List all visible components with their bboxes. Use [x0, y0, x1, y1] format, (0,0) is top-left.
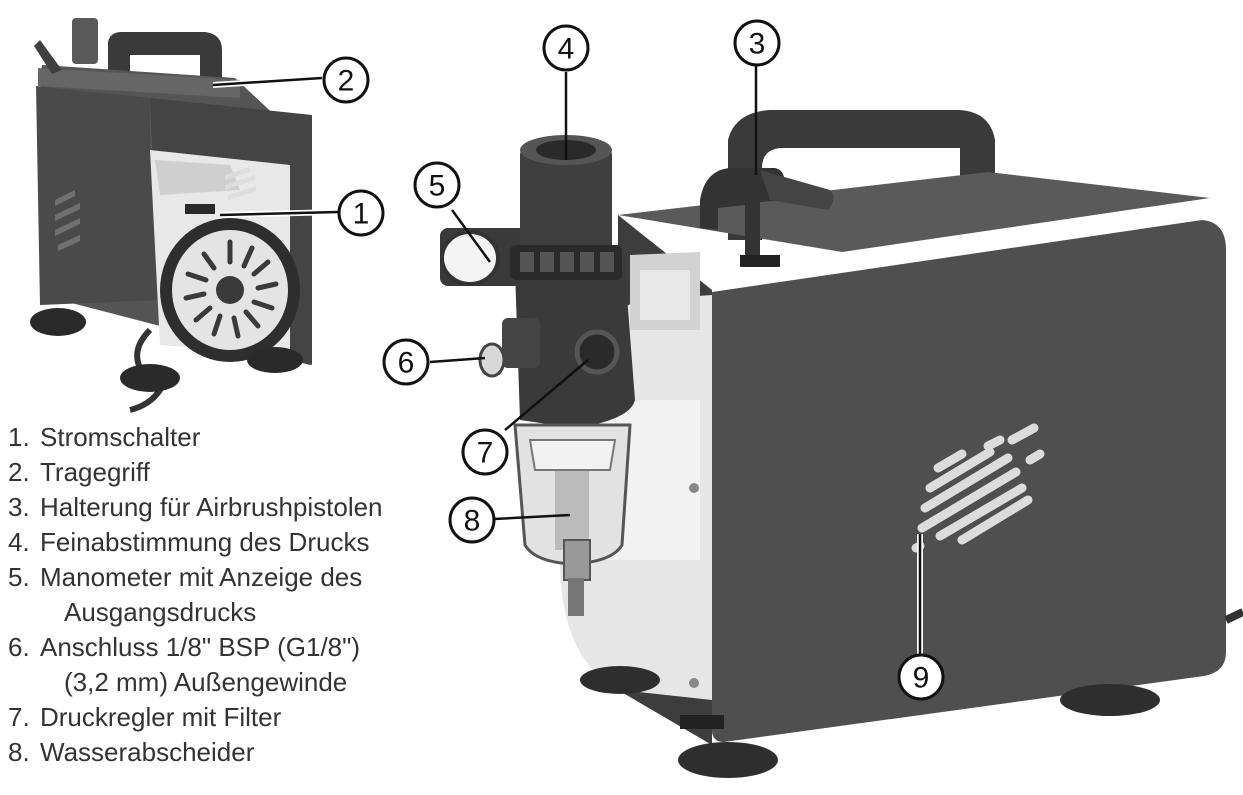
- legend-item-7: 7.Druckregler mit Filter: [8, 700, 448, 735]
- compressor-front-view: [440, 110, 1243, 778]
- legend-item-1: 1.Stromschalter: [8, 420, 448, 455]
- legend-item-3: 3.Halterung für Airbrushpistolen: [8, 490, 448, 525]
- leader-6: [430, 358, 485, 362]
- parts-legend: 1.Stromschalter 2.Tragegriff 3.Halterung…: [8, 420, 448, 770]
- svg-text:3: 3: [749, 28, 766, 61]
- legend-item-4: 4.Feinabstimmung des Drucks: [8, 525, 448, 560]
- callout-5: 5: [415, 163, 459, 207]
- callout-6: 6: [384, 340, 428, 384]
- svg-text:2: 2: [338, 65, 355, 98]
- legend-item-6: 6.Anschluss 1/8" BSP (G1/8"): [8, 630, 448, 665]
- callout-7: 7: [463, 430, 507, 474]
- callout-3: 3: [735, 21, 779, 65]
- svg-text:4: 4: [558, 33, 575, 66]
- callout-8: 8: [450, 498, 494, 542]
- callout-2: 2: [324, 58, 368, 102]
- svg-text:8: 8: [464, 505, 481, 538]
- callout-9: 9: [899, 655, 943, 699]
- svg-text:7: 7: [477, 437, 494, 470]
- legend-item-6-continued: (3,2 mm) Außengewinde: [8, 665, 448, 700]
- svg-text:5: 5: [429, 170, 446, 203]
- svg-text:6: 6: [398, 347, 415, 380]
- svg-text:1: 1: [353, 198, 370, 231]
- legend-item-2: 2.Tragegriff: [8, 455, 448, 490]
- svg-text:9: 9: [913, 662, 930, 695]
- callout-1: 1: [339, 191, 383, 235]
- legend-item-8: 8.Wasserabscheider: [8, 735, 448, 770]
- legend-item-5: 5.Manometer mit Anzeige des: [8, 560, 448, 595]
- legend-item-5-continued: Ausgangsdrucks: [8, 595, 448, 630]
- callout-4: 4: [544, 26, 588, 70]
